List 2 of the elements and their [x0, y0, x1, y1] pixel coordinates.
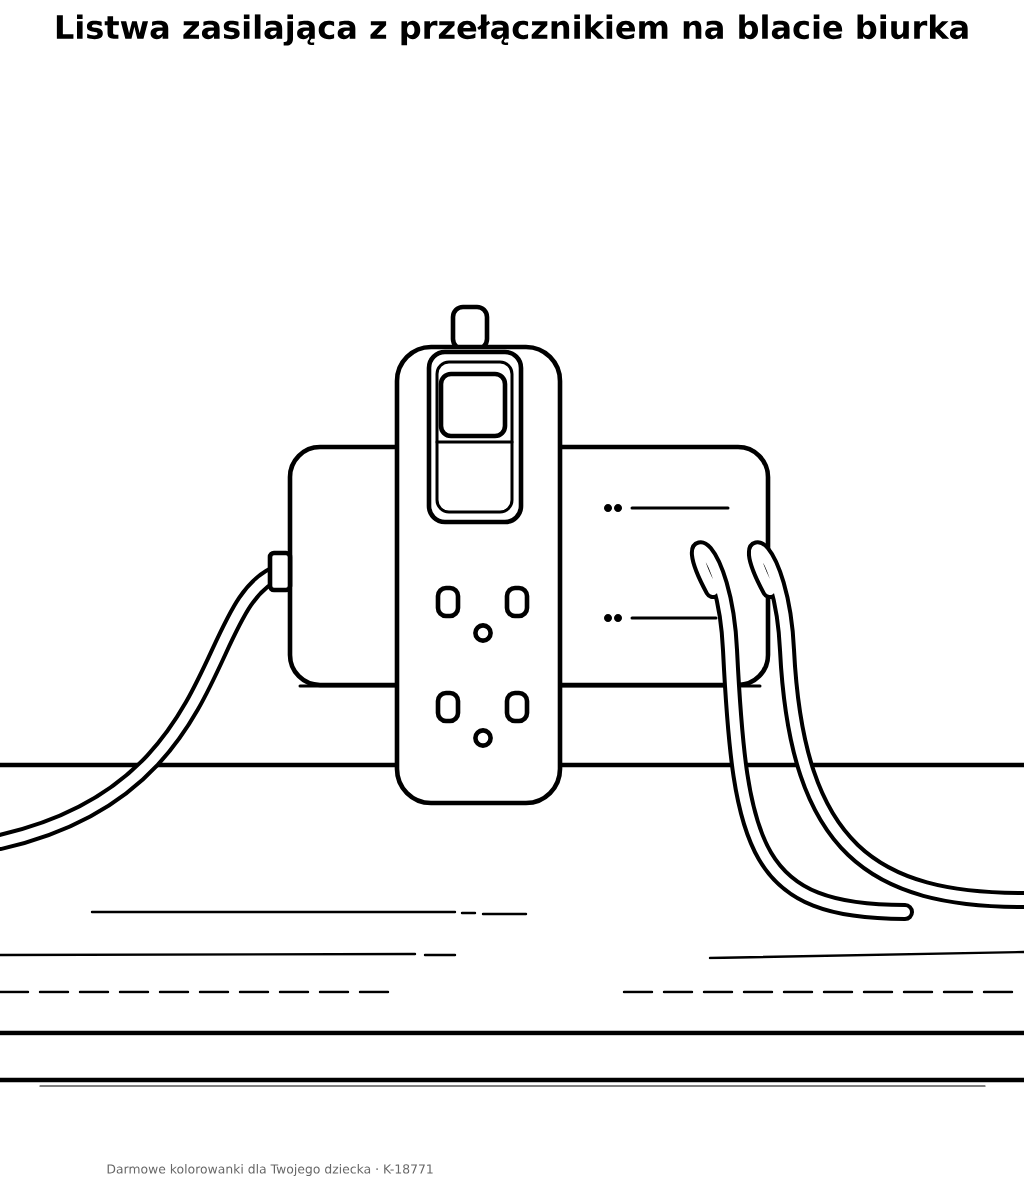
- title: Listwa zasilająca z przełącznikiem na blacie biurka: [56, 14, 968, 46]
- footer-text: Darmowe kolorowanki dla Twojego dziecka · K-18771: [107, 1164, 433, 1176]
